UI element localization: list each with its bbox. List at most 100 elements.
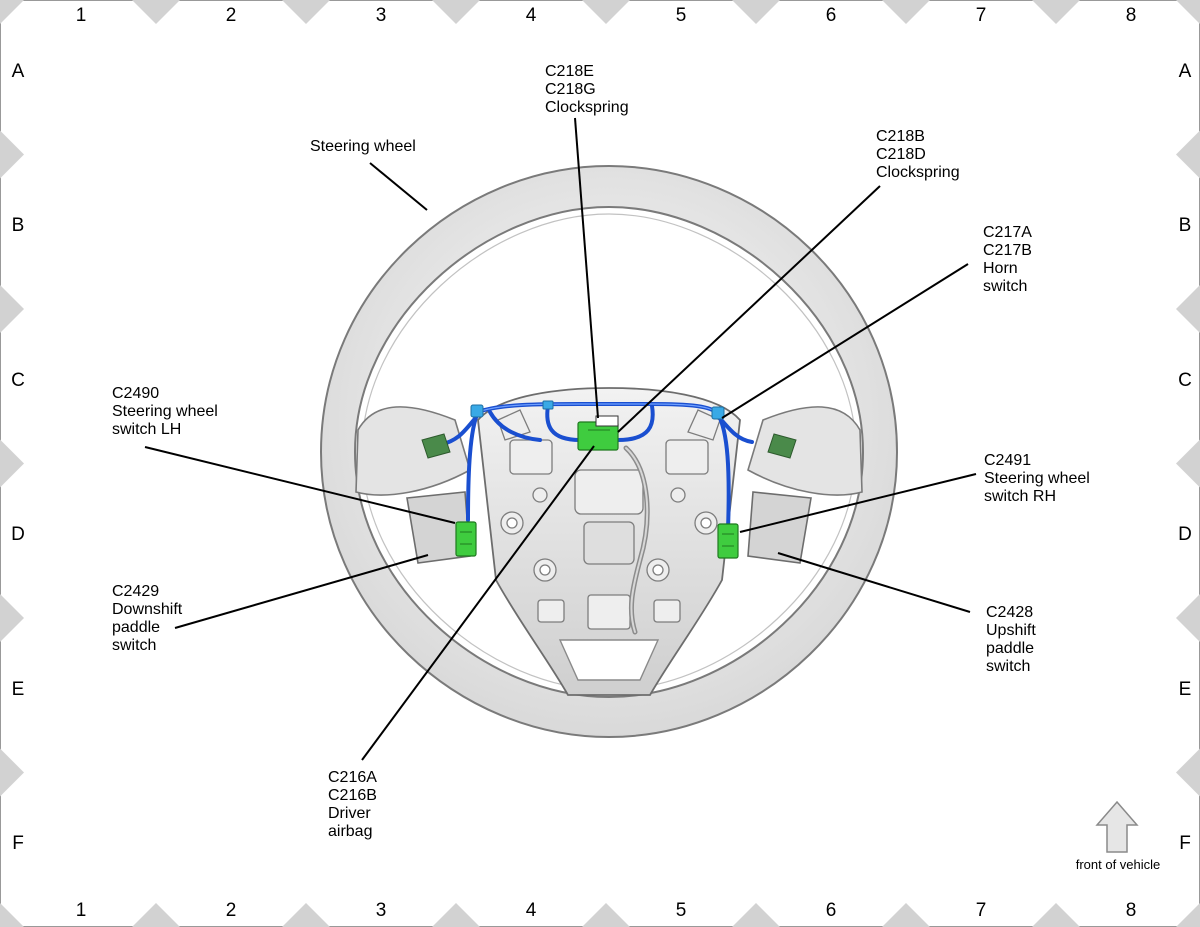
steering-wheel-illustration [319, 164, 899, 739]
border-triangle-marker [0, 594, 24, 642]
grid-row-labels-right: A B C D E F [1178, 61, 1192, 854]
front-of-vehicle-indicator: front of vehicle [1076, 800, 1160, 872]
grid-column-label: 2 [226, 900, 237, 921]
border-triangle-marker [732, 0, 780, 24]
leader-c2428 [777, 552, 971, 613]
grid-column-label: 8 [1126, 900, 1137, 921]
callout-c2490-switch-lh: C2490 Steering wheel switch LH [112, 385, 218, 438]
grid-row-label: B [1179, 215, 1192, 236]
grid-column-label: 6 [826, 900, 837, 921]
grid-column-label: 3 [376, 900, 387, 921]
border-triangle-marker [582, 903, 630, 927]
border-triangle-marker [0, 439, 24, 488]
grid-row-label: F [12, 833, 24, 854]
leader-c2491 [739, 473, 977, 533]
callout-line: Driver [328, 805, 371, 822]
border-triangle-marker [282, 0, 330, 24]
grid-row-label: C [1178, 370, 1192, 391]
callout-line: C216B [328, 787, 377, 804]
border-triangle-marker [882, 0, 930, 24]
leader-c217a [721, 263, 969, 419]
border-triangle-marker [1176, 285, 1200, 333]
grid-column-label: 4 [526, 900, 537, 921]
callout-steering-wheel: Steering wheel [310, 138, 416, 155]
callout-line: Clockspring [545, 99, 629, 116]
grid-column-label: 1 [76, 5, 87, 26]
grid-row-label: D [11, 524, 25, 545]
border-triangle-marker [0, 0, 24, 24]
border-triangle-marker [1032, 903, 1080, 927]
grid-row-label: A [12, 61, 25, 82]
border-triangle-marker [432, 903, 480, 927]
callout-line: switch [983, 278, 1027, 295]
upshift-paddle [747, 491, 812, 564]
grid-row-label: B [12, 215, 25, 236]
leader-c218e [574, 117, 599, 419]
leader-lines [144, 117, 977, 761]
callout-line: C216A [328, 769, 377, 786]
callout-line: paddle [986, 640, 1034, 657]
up-arrow-icon [1095, 800, 1139, 853]
connector-c2429-downshift-paddle [455, 521, 477, 557]
callout-line: C217B [983, 242, 1032, 259]
border-triangle-marker [1176, 903, 1200, 927]
grid-row-labels-left: A B C D E F [11, 61, 25, 854]
border-triangle-marker [582, 0, 630, 24]
callout-c216a-driver-airbag: C216A C216B Driver airbag [328, 769, 377, 840]
callout-line: Downshift [112, 601, 183, 618]
callout-line: switch [112, 637, 156, 654]
border-triangle-marker [1176, 439, 1200, 488]
leader-steering-wheel [369, 162, 428, 211]
callout-c218e-clockspring: C218E C218G Clockspring [545, 63, 629, 116]
grid-column-label: 5 [676, 900, 687, 921]
callout-line: C2491 [984, 452, 1031, 469]
callout-line: switch RH [984, 488, 1056, 505]
callout-line: Clockspring [876, 164, 960, 181]
callout-c2491-switch-rh: C2491 Steering wheel switch RH [984, 452, 1090, 505]
callout-line: airbag [328, 823, 372, 840]
border-triangle-marker [282, 903, 330, 927]
callout-line: C2428 [986, 604, 1033, 621]
grid-column-label: 1 [76, 900, 87, 921]
border-triangle-marker [0, 285, 24, 333]
connector-c218-clockspring [577, 415, 619, 451]
connector-c2428-upshift-paddle [717, 523, 739, 559]
callout-line: C2429 [112, 583, 159, 600]
callout-c2428-upshift-paddle: C2428 Upshift paddle switch [986, 604, 1036, 675]
grid-column-label: 4 [526, 5, 537, 26]
grid-column-label: 3 [376, 5, 387, 26]
callout-line: switch LH [112, 421, 181, 438]
border-triangle-marker [432, 0, 480, 24]
leader-c218b [617, 185, 881, 433]
border-triangle-marker [132, 0, 180, 24]
grid-row-label: C [11, 370, 25, 391]
callout-line: C2490 [112, 385, 159, 402]
border-triangle-marker [0, 748, 24, 797]
border-triangle-marker [1176, 130, 1200, 179]
callout-line: Steering wheel [310, 138, 416, 155]
grid-column-label: 7 [976, 900, 987, 921]
callout-line: Steering wheel [112, 403, 218, 420]
grid-row-label: E [1179, 679, 1192, 700]
callout-line: Horn [983, 260, 1018, 277]
leader-c2490 [144, 446, 456, 524]
callout-line: C218D [876, 146, 926, 163]
border-triangle-marker [1176, 0, 1200, 24]
harness-clips [470, 400, 725, 420]
grid-column-labels-top: 1 2 3 4 5 6 7 8 [76, 5, 1137, 26]
callout-line: Steering wheel [984, 470, 1090, 487]
callout-c218b-clockspring: C218B C218D Clockspring [876, 128, 960, 181]
border-triangle-marker [1032, 0, 1080, 24]
grid-row-label: D [1178, 524, 1192, 545]
border-triangle-marker [1176, 748, 1200, 797]
grid-column-label: 2 [226, 5, 237, 26]
callout-line: Upshift [986, 622, 1036, 639]
steering-wheel-rim [319, 164, 899, 739]
callout-line: switch [986, 658, 1030, 675]
callout-line: C218B [876, 128, 925, 145]
grid-column-label: 7 [976, 5, 987, 26]
border-triangle-marker [732, 903, 780, 927]
callout-c2429-downshift-paddle: C2429 Downshift paddle switch [112, 583, 183, 654]
grid-column-label: 6 [826, 5, 837, 26]
